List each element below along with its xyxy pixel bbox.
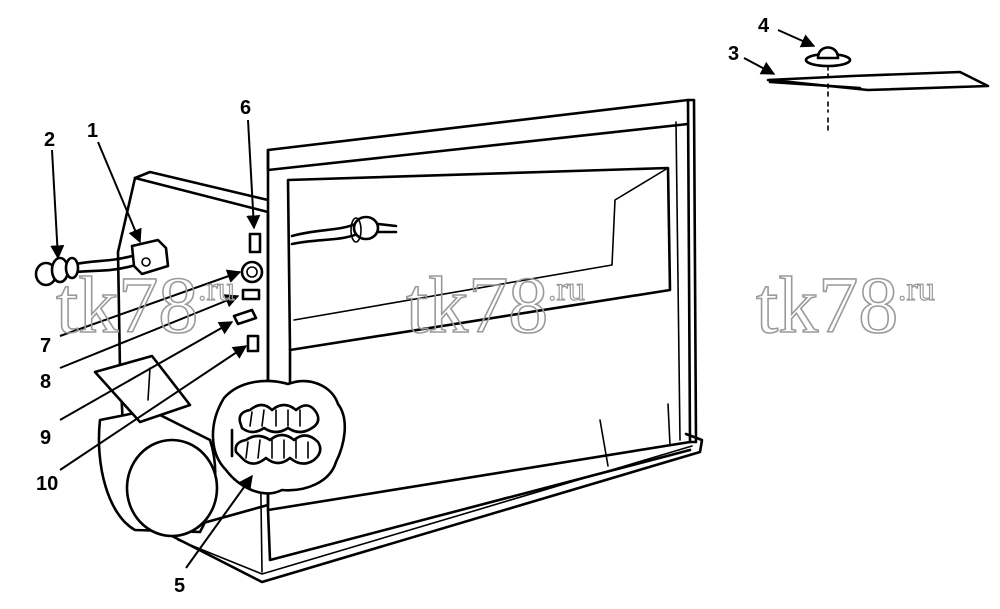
watermark-group: tk78 .ru tk78 .ru tk78 .ru xyxy=(55,261,935,351)
callout-6: 6 xyxy=(240,97,251,119)
watermark-text: tk78 xyxy=(56,262,198,350)
callout-1: 1 xyxy=(87,120,98,142)
blower-outlet xyxy=(93,354,219,538)
cover-plate-assembly xyxy=(766,46,990,135)
panel-fittings xyxy=(232,232,264,353)
watermark-text: tk78 xyxy=(756,262,898,350)
watermark-suffix: .ru xyxy=(198,271,235,308)
watermark-text: tk78 xyxy=(406,262,548,350)
wiring-harness xyxy=(290,215,398,246)
callout-2: 2 xyxy=(44,129,55,151)
heating-element-coils xyxy=(211,379,347,495)
watermark-suffix: .ru xyxy=(548,271,585,308)
callout-3: 3 xyxy=(728,43,739,65)
callout-labels: 1 2 3 4 5 6 7 8 9 10 xyxy=(36,15,770,597)
callout-4: 4 xyxy=(758,15,770,37)
callout-5: 5 xyxy=(174,575,185,597)
callout-7: 7 xyxy=(40,335,51,357)
leader-lines xyxy=(50,29,816,569)
watermark-suffix: .ru xyxy=(898,271,935,308)
callout-10: 10 xyxy=(36,473,58,495)
cable-connector xyxy=(34,238,170,287)
callout-8: 8 xyxy=(40,371,51,393)
callout-9: 9 xyxy=(40,427,51,449)
